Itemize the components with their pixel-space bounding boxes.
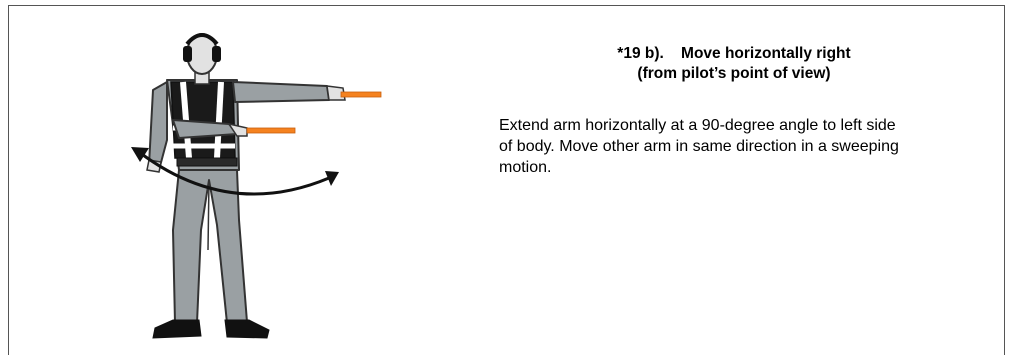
signal-title: *19 b). Move horizontally right (from pi… [529, 44, 939, 84]
extended-arm [232, 81, 346, 103]
lower-marshalling-wand [246, 127, 296, 134]
sweeping-arm [172, 119, 248, 139]
signal-title-line-2: (from pilot’s point of view) [637, 65, 831, 82]
description-line-2: of body. Move other arm in same directio… [499, 138, 899, 155]
ear-defenders-icon [183, 46, 221, 62]
marshaller-shoes [152, 319, 270, 339]
marshaller-legs [172, 169, 248, 324]
upper-marshalling-wand [340, 91, 382, 98]
marshaller-illustration [109, 20, 399, 350]
signal-panel: *19 b). Move horizontally right (from pi… [8, 5, 1005, 355]
signal-description: Extend arm horizontally at a 90-degree a… [499, 115, 999, 178]
sweep-arrow-icon [131, 147, 339, 196]
belt [176, 157, 238, 167]
signal-title-line-1: *19 b). Move horizontally right [617, 45, 851, 62]
description-line-3: motion. [499, 159, 552, 176]
description-line-1: Extend arm horizontally at a 90-degree a… [499, 117, 896, 134]
